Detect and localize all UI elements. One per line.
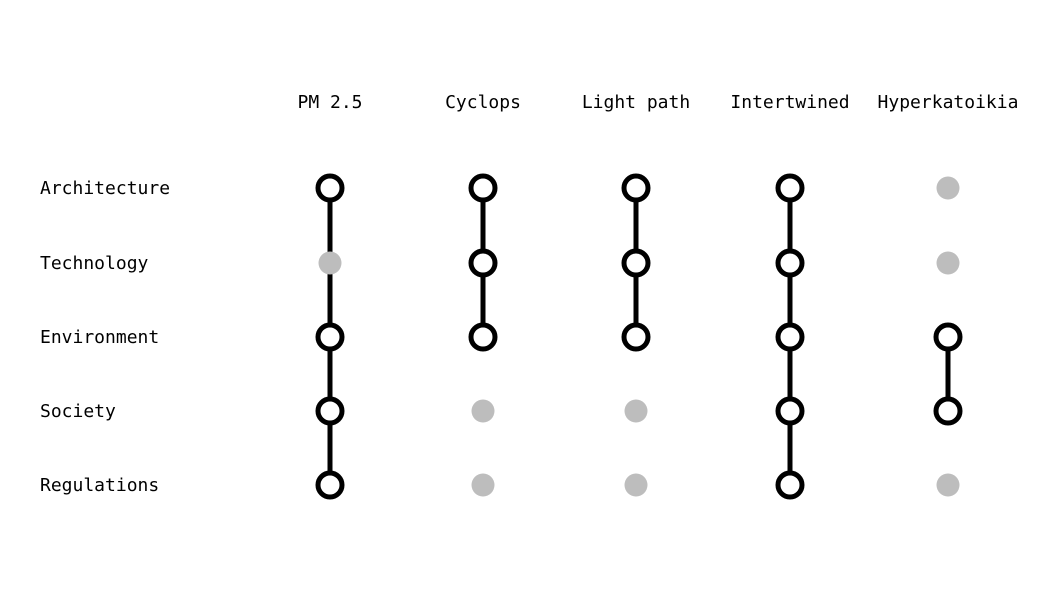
active-node-intertwined-society <box>775 396 805 426</box>
matrix-dots <box>315 173 963 500</box>
active-node-intertwined-regulations <box>775 470 805 500</box>
inactive-node-hyperkatoikia-regulations <box>936 473 960 497</box>
row-label-environment: Environment <box>40 327 159 348</box>
row-label-society: Society <box>40 401 116 422</box>
column-label-cyclops: Cyclops <box>445 92 521 113</box>
active-node-intertwined-technology <box>775 248 805 278</box>
row-label-regulations: Regulations <box>40 475 159 496</box>
inactive-node-light-path-regulations <box>624 473 648 497</box>
active-node-light-path-architecture <box>621 173 651 203</box>
column-label-hyperkatoikia: Hyperkatoikia <box>878 92 1019 113</box>
inactive-node-cyclops-regulations <box>471 473 495 497</box>
row-label-architecture: Architecture <box>40 178 170 199</box>
active-node-pm-2-5-regulations <box>315 470 345 500</box>
inactive-node-hyperkatoikia-architecture <box>936 176 960 200</box>
row-label-technology: Technology <box>40 253 149 274</box>
column-label-light-path: Light path <box>582 92 690 113</box>
column-label-intertwined: Intertwined <box>730 92 849 113</box>
active-node-intertwined-environment <box>775 322 805 352</box>
inactive-node-cyclops-society <box>471 399 495 423</box>
inactive-node-light-path-society <box>624 399 648 423</box>
column-label-pm-2-5: PM 2.5 <box>297 92 362 113</box>
active-node-cyclops-environment <box>468 322 498 352</box>
active-node-pm-2-5-environment <box>315 322 345 352</box>
active-node-cyclops-technology <box>468 248 498 278</box>
active-node-pm-2-5-society <box>315 396 345 426</box>
active-node-hyperkatoikia-environment <box>933 322 963 352</box>
column-labels: PM 2.5 Cyclops Light path Intertwined Hyperk… <box>297 92 1018 113</box>
active-node-hyperkatoikia-society <box>933 396 963 426</box>
active-node-light-path-technology <box>621 248 651 278</box>
active-node-cyclops-architecture <box>468 173 498 203</box>
active-node-pm-2-5-architecture <box>315 173 345 203</box>
inactive-node-hyperkatoikia-technology <box>936 251 960 275</box>
active-node-intertwined-architecture <box>775 173 805 203</box>
row-labels: ArchitectureTechnologyEnvironmentSociety… <box>40 178 170 496</box>
active-node-light-path-environment <box>621 322 651 352</box>
inactive-node-pm-2-5-technology <box>318 251 342 275</box>
